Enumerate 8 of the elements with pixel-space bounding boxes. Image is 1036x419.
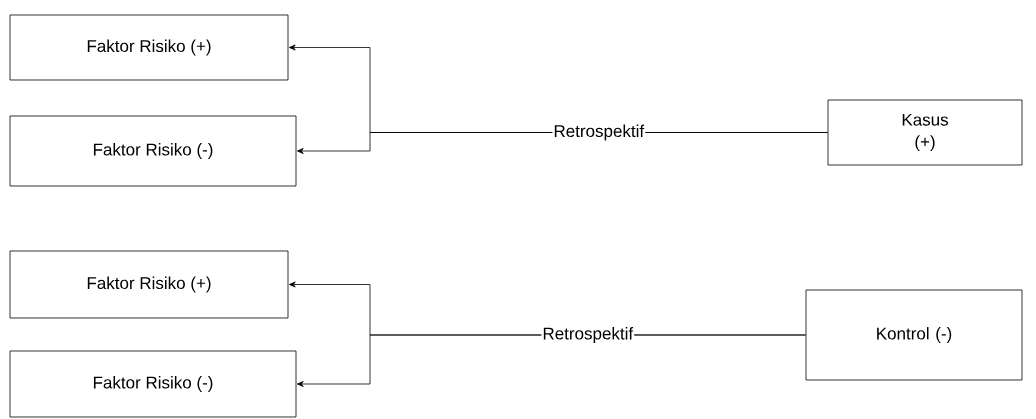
edge-label: Retrospektif — [552, 123, 646, 142]
process-box: Faktor Risiko (+) — [9, 14, 289, 81]
edge-label: Retrospektif — [541, 326, 635, 344]
process-box: Faktor Risiko (+) — [9, 250, 289, 319]
process-box: Kontrol (-) — [805, 289, 1023, 381]
process-box: Faktor Risiko (-) — [9, 350, 297, 418]
process-box: Faktor Risiko (-) — [9, 115, 297, 187]
process-box: Kasus (+) — [827, 99, 1023, 166]
